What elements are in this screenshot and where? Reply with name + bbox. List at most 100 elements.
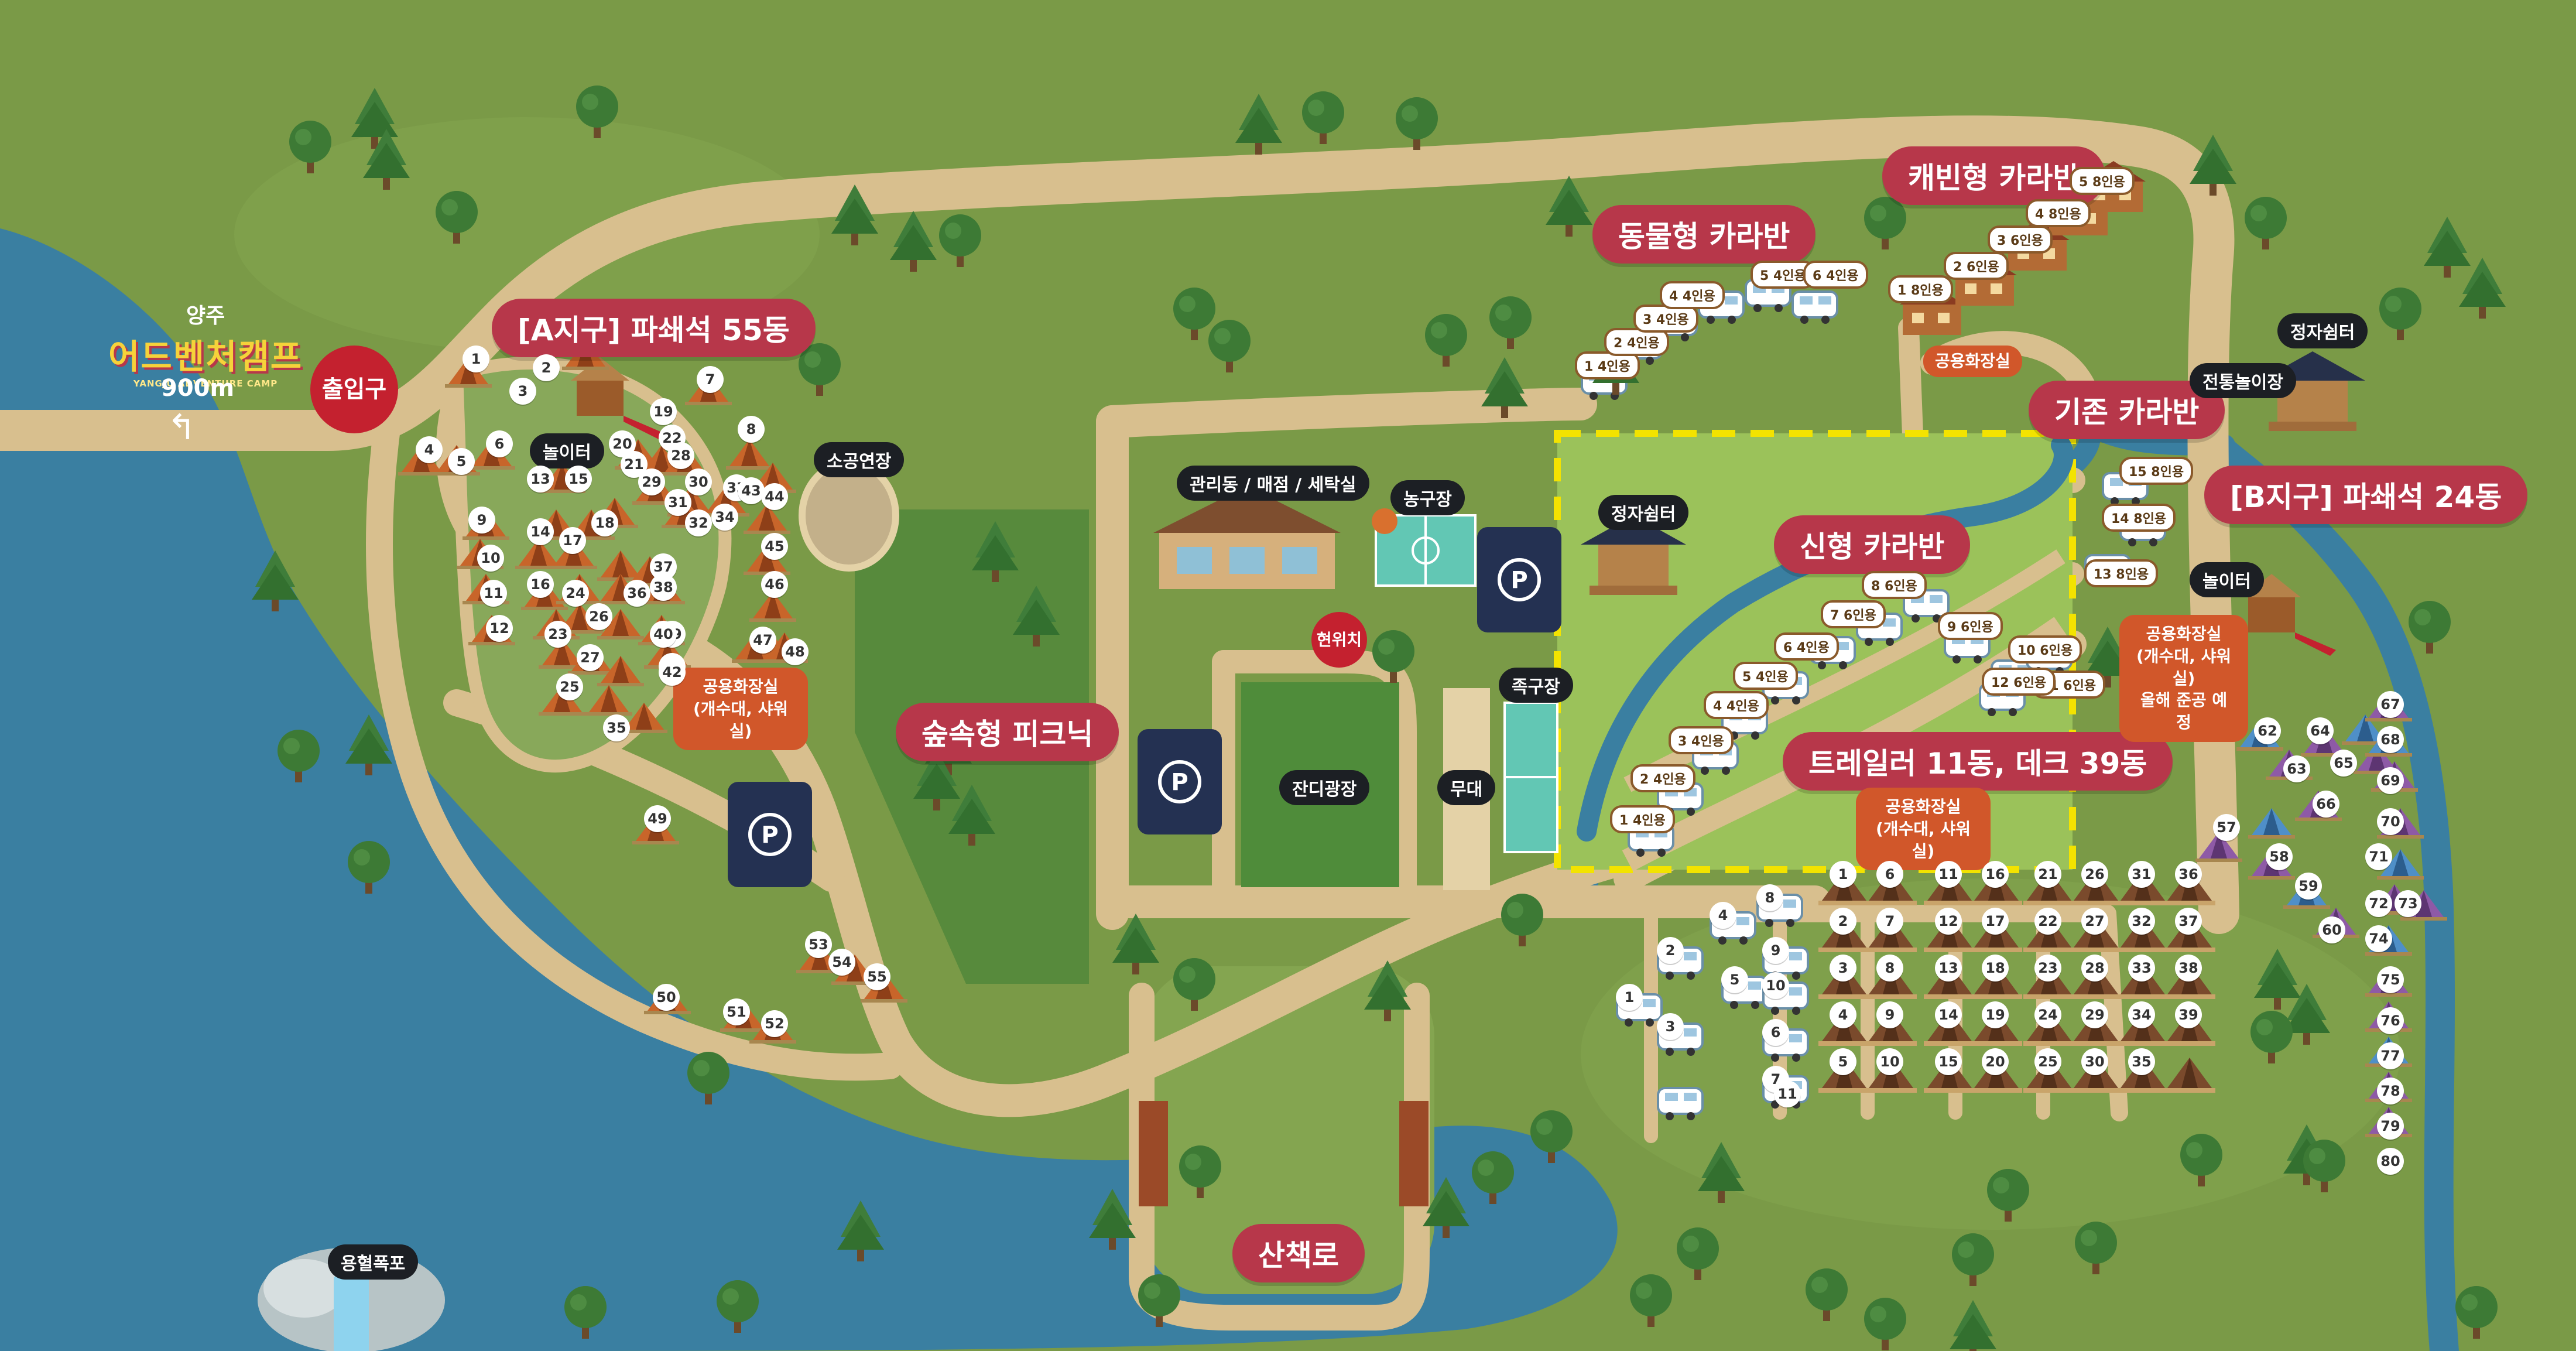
walking-path-label[interactable]: 산책로 bbox=[1232, 1224, 1365, 1282]
site-number-badge[interactable]: 3 bbox=[1830, 955, 1856, 981]
site-number-badge[interactable]: 71 bbox=[2365, 843, 2392, 870]
site-number-badge[interactable]: 5 bbox=[1830, 1048, 1856, 1075]
site-number-badge[interactable]: 23 bbox=[544, 621, 571, 648]
capacity-badge[interactable]: 10 6인용 bbox=[2008, 635, 2082, 663]
capacity-badge[interactable]: 2 6인용 bbox=[1944, 252, 2009, 280]
site-number-badge[interactable]: 42 bbox=[659, 659, 686, 686]
site-number-badge[interactable]: 7 bbox=[1876, 908, 1903, 935]
capacity-badge[interactable]: 4 4인용 bbox=[1704, 691, 1769, 719]
zone-b-label[interactable]: [B지구] 파쇄석 24동 bbox=[2204, 466, 2528, 524]
site-number-badge[interactable]: 35 bbox=[603, 714, 630, 741]
site-number-badge[interactable]: 43 bbox=[738, 477, 765, 504]
site-number-badge[interactable]: 55 bbox=[864, 963, 890, 990]
site-number-badge[interactable]: 13 bbox=[1935, 955, 1962, 981]
site-number-badge[interactable]: 31 bbox=[664, 489, 691, 516]
site-number-badge[interactable]: 9 bbox=[1762, 937, 1789, 964]
site-number-badge[interactable]: 9 bbox=[468, 507, 495, 533]
site-number-badge[interactable]: 23 bbox=[2034, 955, 2061, 981]
site-number-badge[interactable]: 15 bbox=[565, 466, 592, 492]
site-number-badge[interactable]: 34 bbox=[711, 504, 738, 531]
site-number-badge[interactable]: 51 bbox=[723, 998, 750, 1025]
capacity-badge[interactable]: 5 4인용 bbox=[1733, 662, 1798, 690]
site-number-badge[interactable]: 6 bbox=[1876, 861, 1903, 888]
site-number-badge[interactable]: 67 bbox=[2377, 691, 2404, 718]
site-number-badge[interactable]: 10 bbox=[477, 545, 504, 572]
site-number-badge[interactable]: 68 bbox=[2377, 726, 2404, 753]
site-number-badge[interactable]: 4 bbox=[416, 436, 443, 463]
site-number-badge[interactable]: 6 bbox=[486, 430, 513, 457]
capacity-badge[interactable]: 14 8인용 bbox=[2102, 504, 2176, 532]
site-number-badge[interactable]: 49 bbox=[644, 805, 671, 832]
site-number-badge[interactable]: 18 bbox=[591, 509, 618, 536]
site-number-badge[interactable]: 20 bbox=[1982, 1048, 2009, 1075]
site-number-badge[interactable]: 14 bbox=[527, 518, 554, 545]
site-number-badge[interactable]: 33 bbox=[2128, 955, 2155, 981]
capacity-badge[interactable]: 8 6인용 bbox=[1862, 571, 1927, 599]
site-number-badge[interactable]: 4 bbox=[1830, 1001, 1856, 1028]
site-number-badge[interactable]: 73 bbox=[2395, 890, 2421, 917]
site-number-badge[interactable]: 27 bbox=[2081, 908, 2108, 935]
capacity-badge[interactable]: 3 6인용 bbox=[1988, 225, 2053, 254]
site-number-badge[interactable]: 62 bbox=[2254, 717, 2281, 744]
site-number-badge[interactable]: 34 bbox=[2128, 1001, 2155, 1028]
site-number-badge[interactable]: 25 bbox=[556, 673, 583, 700]
site-number-badge[interactable]: 60 bbox=[2318, 916, 2345, 943]
site-number-badge[interactable]: 16 bbox=[527, 571, 554, 598]
site-number-badge[interactable]: 11 bbox=[1774, 1080, 1801, 1107]
site-number-badge[interactable]: 72 bbox=[2365, 890, 2392, 917]
site-number-badge[interactable]: 14 bbox=[1935, 1001, 1962, 1028]
site-number-badge[interactable]: 13 bbox=[527, 466, 554, 492]
site-number-badge[interactable]: 48 bbox=[782, 638, 809, 665]
site-number-badge[interactable]: 52 bbox=[761, 1010, 788, 1037]
site-number-badge[interactable]: 8 bbox=[1876, 955, 1903, 981]
capacity-badge[interactable]: 12 6인용 bbox=[1982, 668, 2056, 696]
site-number-badge[interactable]: 35 bbox=[2128, 1048, 2155, 1075]
site-number-badge[interactable]: 17 bbox=[1982, 908, 2009, 935]
site-number-badge[interactable]: 29 bbox=[638, 468, 665, 495]
site-number-badge[interactable]: 6 bbox=[1762, 1019, 1789, 1046]
site-number-badge[interactable]: 40 bbox=[650, 621, 677, 648]
capacity-badge[interactable]: 3 4인용 bbox=[1669, 726, 1734, 754]
site-number-badge[interactable]: 54 bbox=[828, 949, 855, 976]
capacity-badge[interactable]: 6 4인용 bbox=[1803, 261, 1868, 289]
site-number-badge[interactable]: 15 bbox=[1935, 1048, 1962, 1075]
capacity-badge[interactable]: 15 8인용 bbox=[2119, 457, 2194, 485]
forest-picnic-label[interactable]: 숲속형 피크닉 bbox=[896, 703, 1119, 761]
site-number-badge[interactable]: 53 bbox=[805, 931, 832, 958]
site-number-badge[interactable]: 75 bbox=[2377, 966, 2404, 993]
capacity-badge[interactable]: 5 8인용 bbox=[2070, 167, 2135, 195]
site-number-badge[interactable]: 19 bbox=[1982, 1001, 2009, 1028]
site-number-badge[interactable]: 21 bbox=[621, 451, 648, 478]
site-number-badge[interactable]: 10 bbox=[1876, 1048, 1903, 1075]
site-number-badge[interactable]: 1 bbox=[463, 346, 489, 372]
site-number-badge[interactable]: 36 bbox=[2175, 861, 2202, 888]
site-number-badge[interactable]: 1 bbox=[1616, 984, 1643, 1011]
site-number-badge[interactable]: 3 bbox=[1657, 1013, 1684, 1040]
site-number-badge[interactable]: 5 bbox=[1721, 966, 1748, 993]
site-number-badge[interactable]: 78 bbox=[2377, 1078, 2404, 1104]
new-caravan-label[interactable]: 신형 카라반 bbox=[1774, 515, 1971, 574]
site-number-badge[interactable]: 70 bbox=[2377, 808, 2404, 835]
trailer-deck-label[interactable]: 트레일러 11동, 데크 39동 bbox=[1783, 732, 2173, 791]
site-number-badge[interactable]: 59 bbox=[2295, 873, 2322, 899]
site-number-badge[interactable]: 8 bbox=[1756, 884, 1783, 911]
site-number-badge[interactable]: 7 bbox=[697, 366, 724, 393]
site-number-badge[interactable]: 77 bbox=[2377, 1042, 2404, 1069]
capacity-badge[interactable]: 7 6인용 bbox=[1821, 600, 1886, 628]
site-number-badge[interactable]: 58 bbox=[2266, 843, 2293, 870]
capacity-badge[interactable]: 4 8인용 bbox=[2026, 199, 2091, 227]
site-number-badge[interactable]: 22 bbox=[2034, 908, 2061, 935]
site-number-badge[interactable]: 79 bbox=[2377, 1113, 2404, 1140]
site-number-badge[interactable]: 8 bbox=[738, 416, 765, 443]
entrance-marker[interactable]: 출입구 bbox=[310, 346, 398, 433]
site-number-badge[interactable]: 45 bbox=[761, 533, 788, 560]
zone-a-label[interactable]: [A지구] 파쇄석 55동 bbox=[492, 299, 816, 357]
site-number-badge[interactable]: 24 bbox=[2034, 1001, 2061, 1028]
site-number-badge[interactable]: 36 bbox=[624, 580, 650, 607]
site-number-badge[interactable]: 17 bbox=[559, 527, 586, 554]
site-number-badge[interactable]: 1 bbox=[1830, 861, 1856, 888]
capacity-badge[interactable]: 6 4인용 bbox=[1774, 632, 1839, 661]
site-number-badge[interactable]: 38 bbox=[650, 574, 677, 601]
capacity-badge[interactable]: 13 8인용 bbox=[2084, 559, 2159, 587]
site-number-badge[interactable]: 37 bbox=[650, 553, 677, 580]
